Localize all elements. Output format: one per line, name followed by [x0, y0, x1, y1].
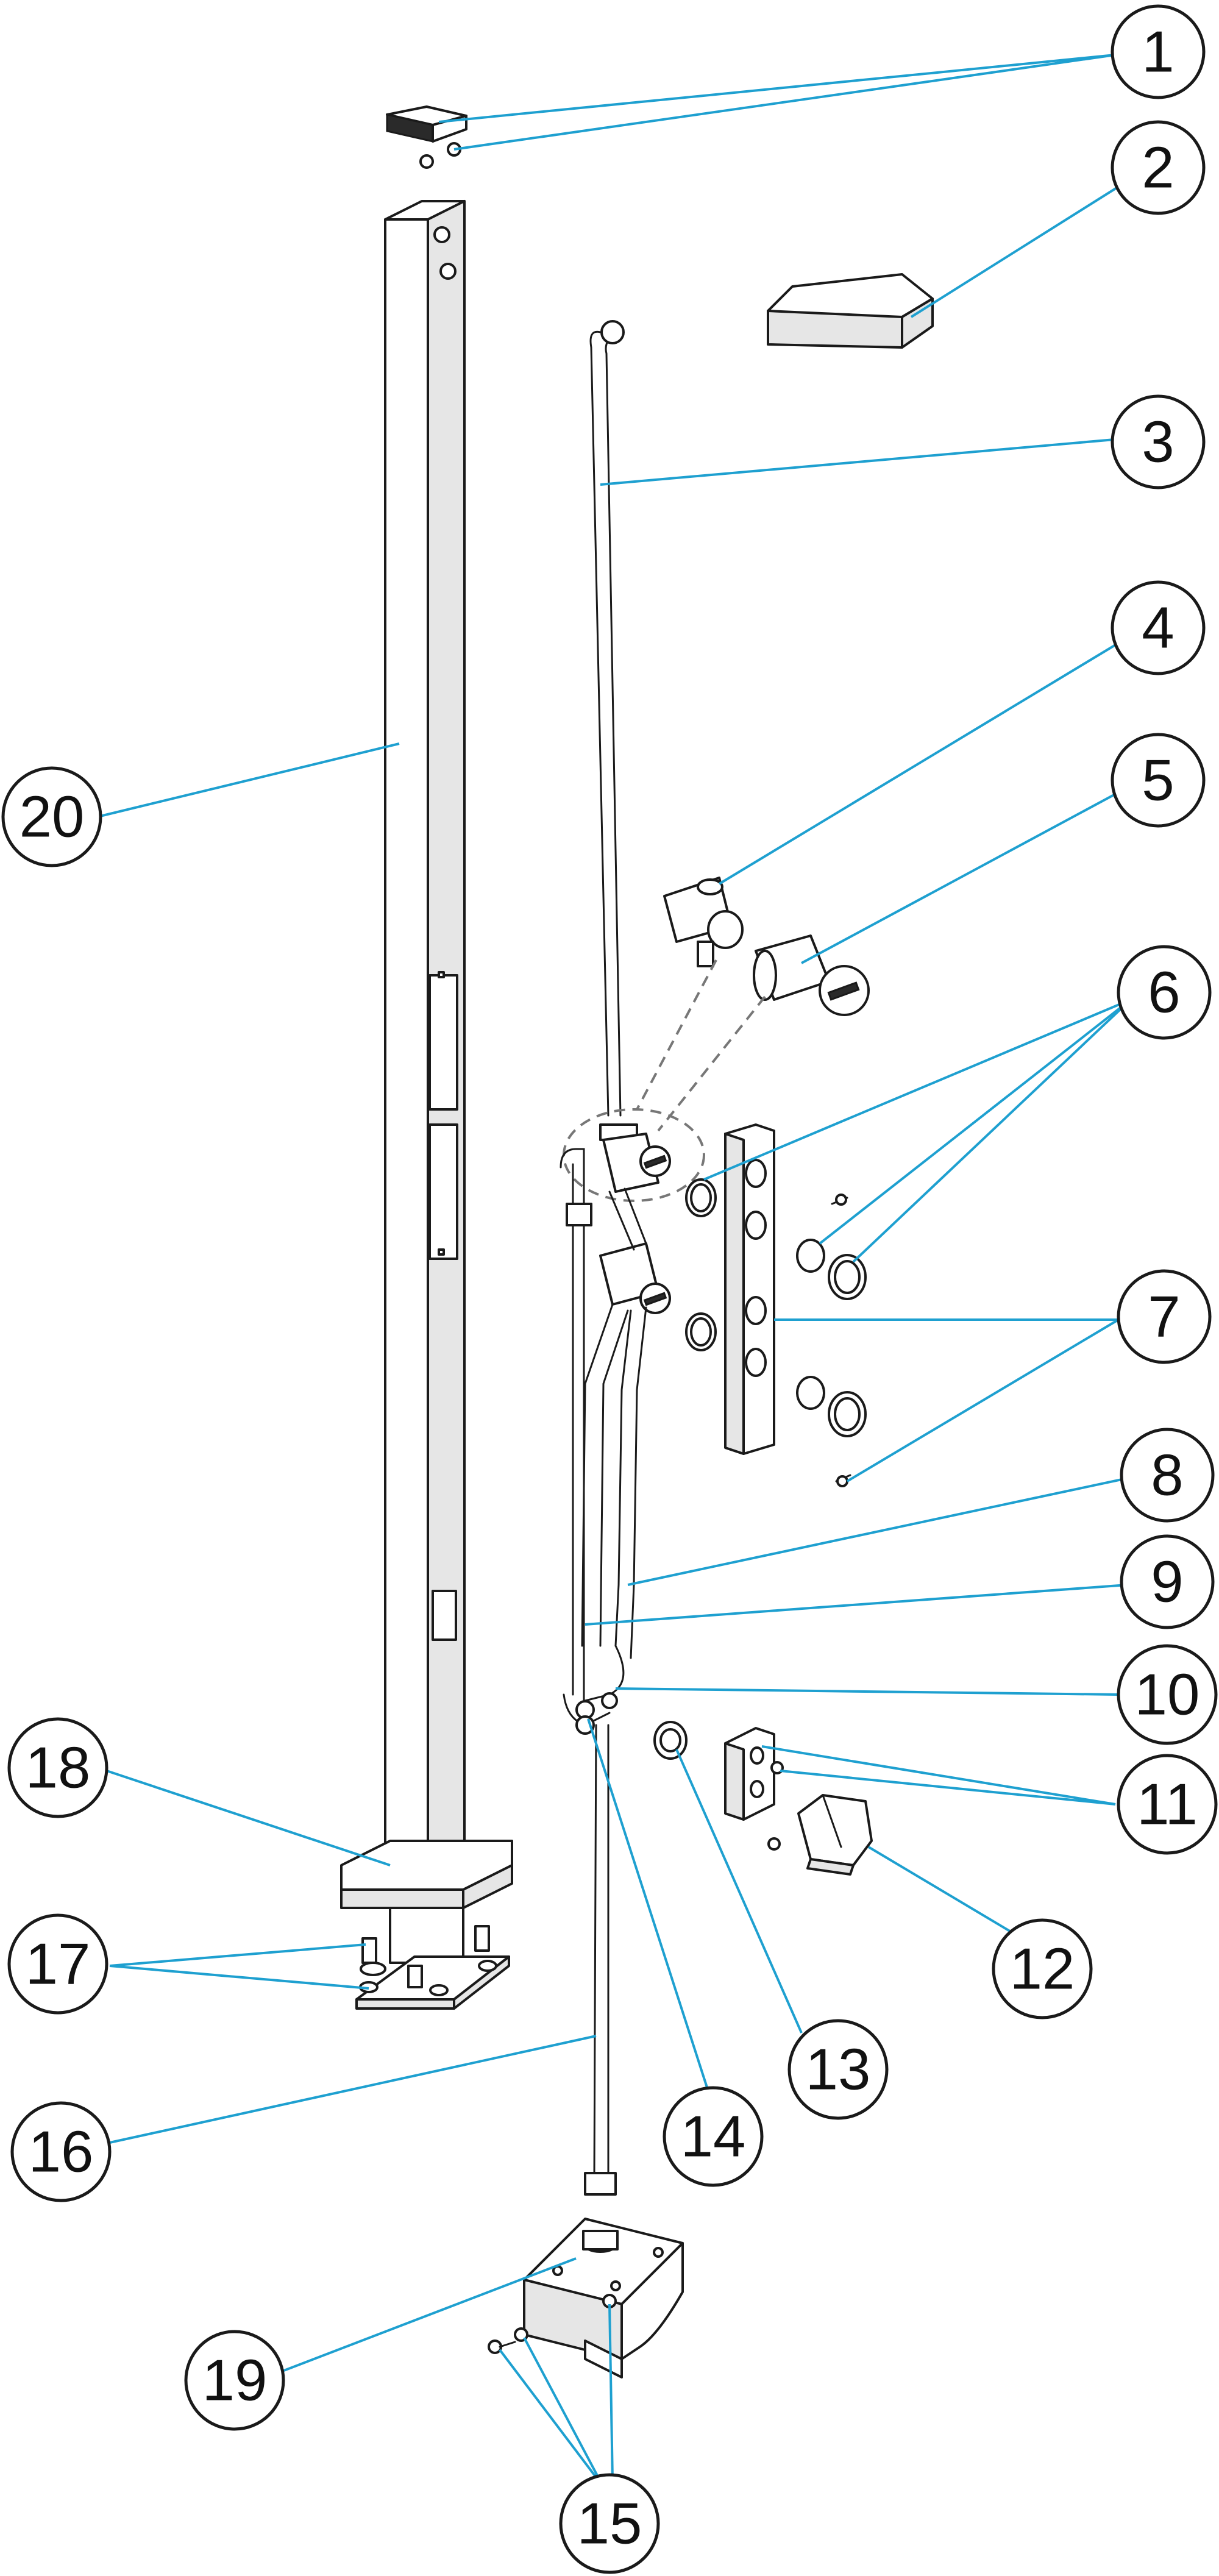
callout-3: 3	[1111, 394, 1206, 489]
svg-text:2: 2	[1142, 135, 1174, 201]
svg-text:4: 4	[1142, 596, 1174, 661]
callout-1: 1	[1111, 4, 1206, 99]
callout-13: 13	[787, 2019, 889, 2120]
svg-text:19: 19	[202, 2348, 268, 2413]
callout-4: 4	[1111, 580, 1206, 675]
callout-15: 15	[559, 2473, 660, 2574]
anchor-bolts-part	[355, 1925, 510, 2010]
callout-19: 19	[184, 2330, 285, 2431]
svg-text:9: 9	[1151, 1550, 1183, 1615]
leader-lines	[97, 54, 1132, 2488]
upper-pipe-part	[589, 320, 625, 1117]
base-plate-part	[340, 1840, 513, 1964]
callout-6: 6	[1117, 945, 1212, 1040]
svg-text:20: 20	[20, 785, 85, 850]
front-panel-part	[724, 1123, 775, 1455]
small-bracket-part	[724, 1727, 784, 1851]
svg-text:5: 5	[1142, 748, 1174, 813]
svg-text:14: 14	[681, 2104, 746, 2169]
svg-text:16: 16	[29, 2119, 94, 2185]
svg-text:3: 3	[1142, 410, 1174, 475]
callout-9: 9	[1120, 1534, 1215, 1629]
valve-assembly-part	[560, 1123, 671, 1735]
callout-8: 8	[1120, 1428, 1215, 1523]
callout-11: 11	[1117, 1754, 1218, 1855]
callout-2: 2	[1111, 120, 1206, 215]
main-column-part	[384, 200, 466, 1885]
svg-text:15: 15	[577, 2491, 642, 2556]
svg-text:12: 12	[1010, 1937, 1075, 2002]
callout-14: 14	[663, 2086, 764, 2187]
shower-head-part	[767, 273, 934, 349]
svg-text:10: 10	[1135, 1662, 1200, 1727]
svg-text:18: 18	[26, 1735, 91, 1801]
callout-7: 7	[1117, 1269, 1212, 1364]
svg-text:8: 8	[1151, 1443, 1183, 1508]
svg-text:7: 7	[1148, 1284, 1180, 1350]
svg-text:6: 6	[1148, 960, 1180, 1025]
callout-16: 16	[10, 2101, 112, 2202]
mixing-valve-part	[663, 877, 744, 967]
callout-20: 20	[1, 766, 102, 867]
svg-text:11: 11	[1137, 1772, 1198, 1837]
callout-5: 5	[1111, 733, 1206, 828]
washer-nut-part	[653, 1721, 688, 1760]
valve-knob-part	[753, 934, 870, 1016]
foot-wash-nozzle-part	[797, 1794, 873, 1876]
svg-text:13: 13	[806, 2037, 871, 2102]
top-cap-part	[386, 105, 467, 169]
callout-12: 12	[992, 1918, 1093, 2019]
callout-10: 10	[1117, 1644, 1218, 1745]
seal-rings-part	[685, 1178, 867, 1487]
callout-17: 17	[7, 1913, 108, 2015]
bracket-screws-part	[488, 2294, 617, 2354]
callout-18: 18	[7, 1717, 108, 1818]
svg-text:17: 17	[26, 1932, 91, 1997]
lower-pipe-part	[584, 1724, 617, 2196]
svg-text:1: 1	[1142, 20, 1174, 85]
